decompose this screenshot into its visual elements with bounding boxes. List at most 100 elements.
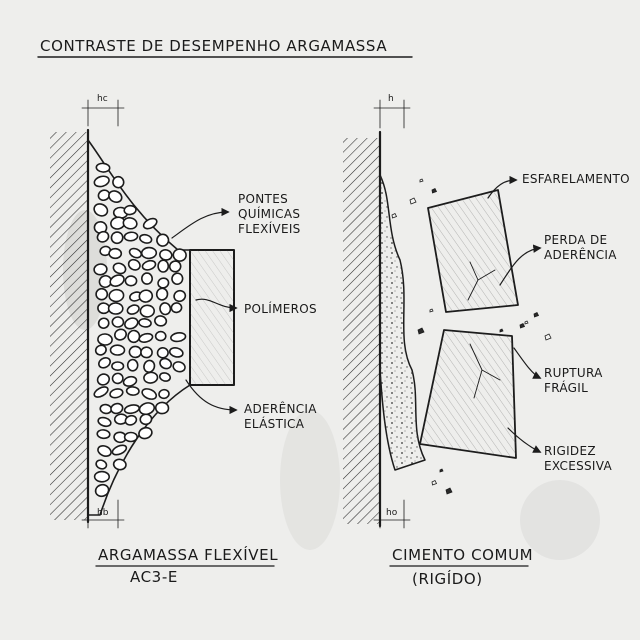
polymer-cell-network xyxy=(93,162,187,498)
left-dim-top-label: hc xyxy=(97,94,108,104)
polymer-cell xyxy=(127,329,141,344)
left-callout-1-line3: FLEXÍVEIS xyxy=(238,221,301,236)
polymer-cell xyxy=(108,288,125,303)
polymer-cell xyxy=(97,416,112,428)
polymer-cell xyxy=(111,444,128,456)
polymer-cell xyxy=(128,247,143,259)
polymer-cell xyxy=(140,272,154,285)
polymer-cell xyxy=(173,289,187,303)
polymer-cell xyxy=(141,259,157,271)
polymer-cell xyxy=(159,249,173,261)
polymer-cell xyxy=(158,388,170,400)
polymer-cell xyxy=(111,372,124,385)
debris-fragments xyxy=(391,178,552,495)
polymer-cell xyxy=(93,470,110,483)
polymer-cell xyxy=(154,330,167,342)
left-label-name: ARGAMASSA FLEXÍVEL xyxy=(98,545,278,564)
polymer-cell xyxy=(142,217,158,230)
polymer-cell xyxy=(154,315,168,327)
polymer-cell xyxy=(138,332,154,343)
lower-tile-cracks xyxy=(469,343,501,399)
left-callout-3-line2: ELÁSTICA xyxy=(244,416,305,431)
polymer-cell xyxy=(126,358,139,372)
polymer-cell xyxy=(94,483,110,498)
right-label-name: CIMENTO COMUM xyxy=(392,546,533,564)
debris-fragment xyxy=(439,468,444,473)
right-callout-2-arrow xyxy=(499,244,542,286)
polymer-cell xyxy=(124,275,138,287)
polymer-cell xyxy=(139,413,153,426)
polymer-cell xyxy=(110,402,124,415)
polymer-cell xyxy=(138,318,152,328)
right-callout-2-line1: PERDA DE xyxy=(544,233,607,247)
polymer-cell xyxy=(95,162,111,173)
polymer-cell xyxy=(128,345,142,359)
polymer-cell xyxy=(110,231,124,245)
polymer-cell xyxy=(107,302,124,315)
upper-tile-cracks xyxy=(467,261,496,301)
right-tile-upper-shading xyxy=(428,190,518,312)
left-wall-hatch xyxy=(50,132,88,520)
polymer-cell xyxy=(109,274,125,287)
right-tile-lower-shading xyxy=(420,330,516,458)
polymer-cell xyxy=(123,431,138,443)
polymer-cell xyxy=(154,401,170,415)
polymer-cell xyxy=(168,347,184,358)
polymer-cell xyxy=(96,230,110,243)
polymer-cell xyxy=(97,445,112,457)
polymer-cell xyxy=(172,248,187,262)
polymer-cell xyxy=(112,262,127,275)
right-dim-bottom-label: ho xyxy=(386,508,398,518)
polymer-cell xyxy=(109,388,124,399)
right-callout-1-arrow xyxy=(487,175,518,199)
polymer-cell xyxy=(93,386,109,398)
polymer-cell xyxy=(98,357,111,369)
polymer-cell xyxy=(170,331,187,343)
polymer-cell xyxy=(108,190,123,204)
debris-fragment xyxy=(419,178,424,183)
polymer-cell xyxy=(93,203,109,217)
diagram-title: CONTRASTE DE DESEMPENHO ARGAMASSA xyxy=(40,37,387,55)
left-callout-1-line2: QUÍMICAS xyxy=(238,206,300,221)
debris-fragment xyxy=(431,187,438,194)
polymer-cell xyxy=(143,371,159,384)
polymer-cell xyxy=(138,426,153,440)
polymer-cell xyxy=(156,346,169,359)
polymer-cell xyxy=(143,359,156,373)
polymer-cell xyxy=(114,328,127,341)
debris-fragment xyxy=(391,212,398,219)
polymer-cell xyxy=(141,388,158,400)
right-dim-top-label: h xyxy=(388,94,394,104)
debris-fragment xyxy=(429,308,434,313)
polymer-cell xyxy=(139,304,155,318)
left-callout-2-arrow xyxy=(195,298,238,313)
polymer-cell xyxy=(140,246,158,260)
left-dim-bottom-label: hb xyxy=(97,508,109,518)
polymer-cell xyxy=(124,414,138,426)
polymer-cell xyxy=(171,272,184,285)
right-label-subtitle: (RIGÍDO) xyxy=(412,569,483,588)
polymer-cell xyxy=(138,289,154,303)
polymer-cell xyxy=(155,287,169,301)
polymer-cell xyxy=(96,373,110,386)
polymer-cell xyxy=(94,344,107,356)
polymer-cell xyxy=(138,402,156,416)
polymer-cell xyxy=(172,361,186,373)
polymer-cell xyxy=(157,277,170,289)
left-callout-2-line1: POLÍMEROS xyxy=(244,301,317,316)
left-label-code: AC3-E xyxy=(130,568,178,586)
debris-fragment xyxy=(445,487,453,495)
debris-fragment xyxy=(524,320,529,325)
right-panel: h ho ESFARELAMENTO PERDA DE ADERÊNCIA RU… xyxy=(343,94,630,588)
polymer-cell xyxy=(124,317,139,330)
debris-fragment xyxy=(431,479,438,486)
polymer-cell xyxy=(156,233,170,247)
polymer-cell xyxy=(157,259,170,273)
right-callout-3-line2: FRÁGIL xyxy=(544,380,588,395)
polymer-cell xyxy=(125,386,140,396)
polymer-cell xyxy=(170,302,183,314)
debris-fragment xyxy=(499,328,504,333)
right-callout-3-line1: RUPTURA xyxy=(544,366,603,380)
